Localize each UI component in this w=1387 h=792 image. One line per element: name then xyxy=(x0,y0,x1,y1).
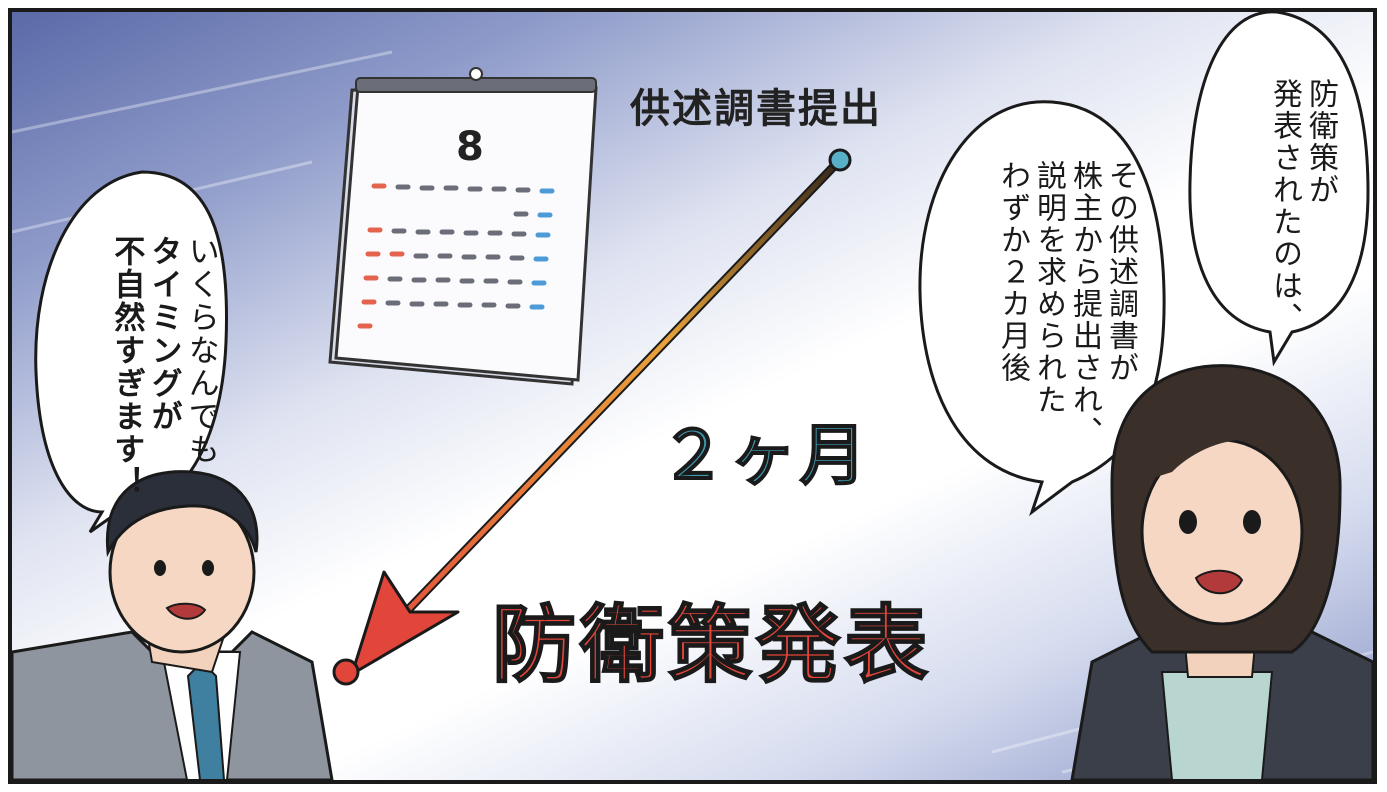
calendar-month: 8 xyxy=(456,124,484,170)
woman-speech-left-text: その供述調書が 株主から提出され、 説明を求められた わずか２カ月後 xyxy=(958,114,1174,448)
woman-speech-left-line-1: その供述調書が xyxy=(1103,160,1138,385)
man-speech-line-2: タイミングが xyxy=(145,235,182,434)
timeline-duration-label: ２ヶ月 xyxy=(659,416,870,495)
woman-speech-right-line-1: 防衛策が xyxy=(1303,78,1338,207)
man-speech-text: いくらなんでも タイミングが 不自然すぎます！ xyxy=(70,188,256,499)
woman-speech-bubble-right xyxy=(1188,12,1370,367)
man-speech-line-1: いくらなんでも xyxy=(182,235,219,467)
timeline-end-label: 防衛策発表 xyxy=(491,595,933,695)
man-character xyxy=(12,470,334,780)
woman-speech-bubble-left xyxy=(918,100,1166,517)
woman-speech-right-text: 防衛策が 発表されたのは、 xyxy=(1230,32,1373,335)
woman-speech-left-line-3: 説明を求められた xyxy=(1031,160,1066,417)
calendar-icon xyxy=(328,67,598,386)
timeline-arrow xyxy=(332,148,852,686)
woman-speech-left-line-4: わずか２カ月後 xyxy=(995,160,1030,385)
woman-speech-left-line-2: 株主から提出され、 xyxy=(1067,160,1102,449)
man-speech-line-3: 不自然すぎます！ xyxy=(108,235,145,500)
woman-character xyxy=(1070,364,1373,780)
scene-art xyxy=(12,12,1373,780)
timeline-start-label: 供述調書提出 xyxy=(630,86,882,132)
woman-speech-right-line-2: 発表されたのは、 xyxy=(1267,78,1302,335)
man-speech-bubble xyxy=(34,170,228,534)
comic-panel: 8 供述調書提出 ２ヶ月 防衛策発表 いくらなんでも タイミングが 不自然すぎま… xyxy=(8,8,1377,784)
